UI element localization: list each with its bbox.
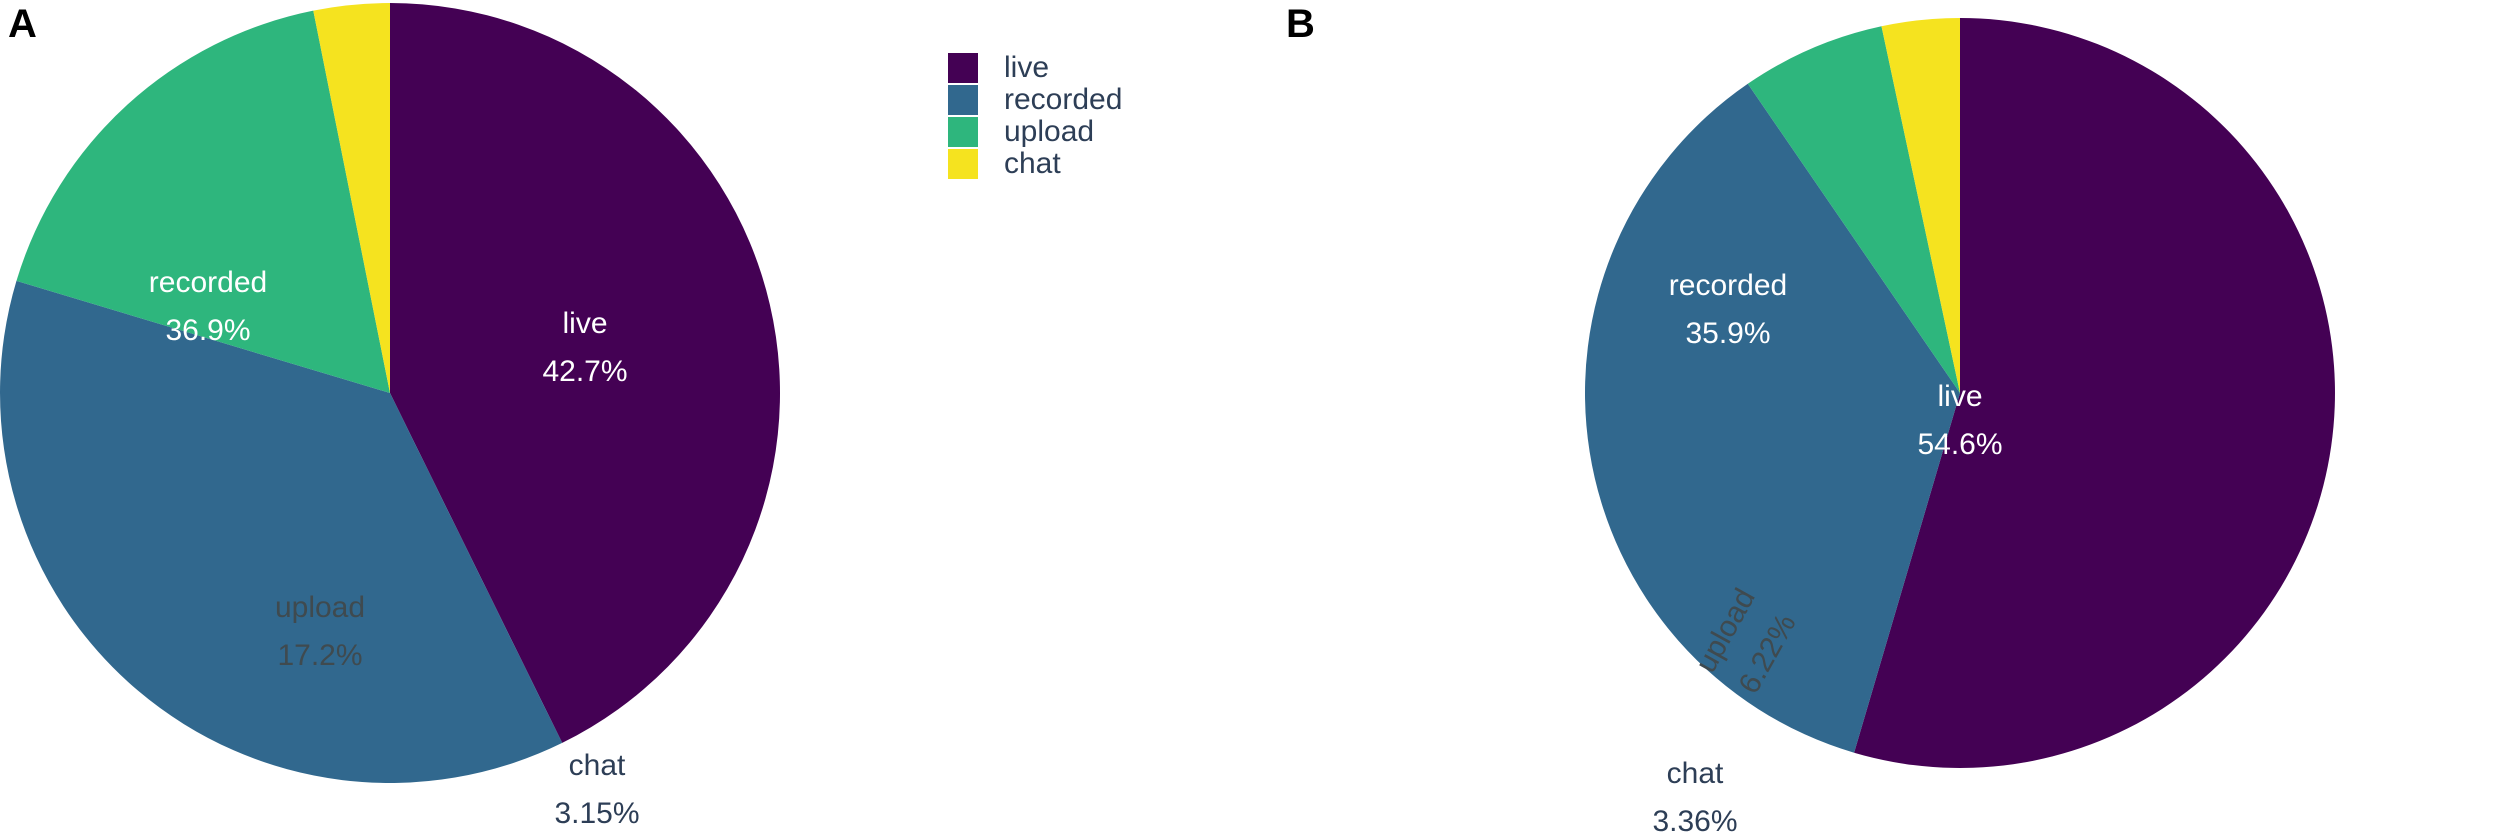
legend-swatch-chat-icon bbox=[948, 149, 978, 179]
legend-swatch-upload-icon bbox=[948, 117, 978, 147]
wedge-chat[interactable] bbox=[1881, 17, 1960, 393]
label-recorded-pct: 36.9% bbox=[165, 314, 250, 347]
panel-b: B live 54.6% recorded 35.9% upload 6.22%… bbox=[1250, 0, 2500, 835]
label-chat-pct: 3.15% bbox=[554, 797, 639, 830]
panel-a-slice-labels: live 42.7% recorded 36.9% upload 17.2% c… bbox=[149, 266, 640, 830]
panel-b-letter: B bbox=[1286, 2, 1315, 46]
wedge-recorded[interactable] bbox=[1584, 83, 1960, 753]
label-recorded-name: recorded bbox=[1669, 269, 1787, 302]
wedge-chat[interactable] bbox=[313, 2, 390, 393]
panel-a-legend: live recorded upload chat bbox=[948, 52, 1122, 180]
label-upload-name: upload bbox=[275, 591, 365, 624]
legend-label-live: live bbox=[1004, 51, 1050, 84]
label-chat-pct: 3.36% bbox=[1652, 805, 1737, 835]
panel-b-pie: live 54.6% recorded 35.9% upload 6.22% c… bbox=[1584, 17, 2335, 835]
label-chat-name: chat bbox=[1667, 757, 1724, 790]
legend-item-chat[interactable]: chat bbox=[948, 148, 1122, 180]
label-recorded-pct: 35.9% bbox=[1685, 317, 1770, 350]
panel-a-wedges bbox=[0, 2, 781, 783]
label-recorded-name: recorded bbox=[149, 266, 267, 299]
wedge-live[interactable] bbox=[1854, 18, 2335, 768]
panel-b-wedges bbox=[1584, 17, 2335, 768]
legend-item-live[interactable]: live bbox=[948, 52, 1122, 84]
legend-item-recorded[interactable]: recorded bbox=[948, 84, 1122, 116]
legend-swatch-live-icon bbox=[948, 53, 978, 83]
wedge-upload[interactable] bbox=[1747, 26, 1960, 394]
panel-a-letter: A bbox=[8, 2, 37, 46]
legend-swatch-recorded-icon bbox=[948, 85, 978, 115]
panel-a: A live 42.7% recorded 36.9% upload 17.2%… bbox=[0, 2, 1122, 830]
wedge-upload[interactable] bbox=[16, 10, 391, 394]
label-live-pct: 42.7% bbox=[542, 355, 627, 388]
panel-a-pie: live 42.7% recorded 36.9% upload 17.2% c… bbox=[0, 2, 781, 830]
label-live-name: live bbox=[562, 307, 607, 340]
label-live-pct: 54.6% bbox=[1917, 428, 2002, 461]
label-upload-pct: 17.2% bbox=[277, 639, 362, 672]
label-chat-name: chat bbox=[569, 749, 626, 782]
legend-label-upload: upload bbox=[1004, 115, 1095, 148]
wedge-recorded[interactable] bbox=[0, 280, 563, 783]
legend-label-recorded: recorded bbox=[1004, 83, 1123, 116]
label-live-name: live bbox=[1937, 380, 1982, 413]
wedge-live[interactable] bbox=[390, 3, 781, 743]
legend-item-upload[interactable]: upload bbox=[948, 116, 1122, 148]
legend-label-chat: chat bbox=[1004, 147, 1061, 180]
